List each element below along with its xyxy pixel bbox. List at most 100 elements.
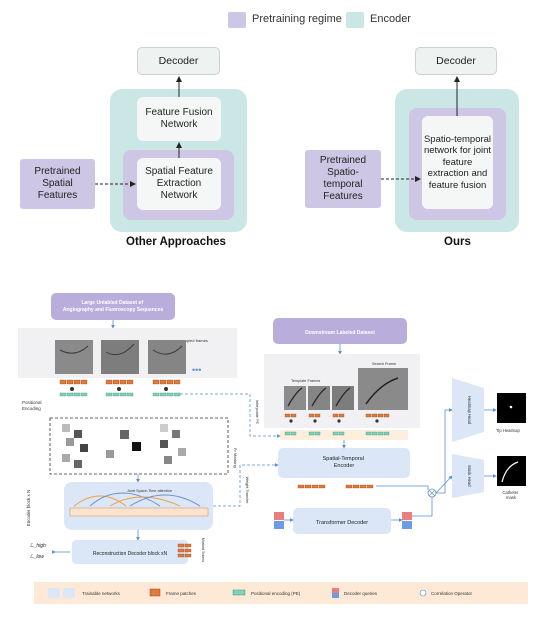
legend-query-red [332, 588, 339, 593]
unlabeled-dataset-box [51, 293, 175, 320]
downstream-dataset-label: Downstream Labeled Dataset [305, 330, 375, 336]
frame-1-vessel [59, 345, 89, 354]
catheter-mask-line2: mask [506, 495, 517, 500]
left-spatial-label: Spatial Feature Extraction Network [145, 166, 213, 201]
query-left-blue [274, 521, 284, 529]
st-encoder-line1: Spatial-Temporal [323, 456, 364, 462]
downstream-pe-add-4 [375, 419, 379, 423]
bottom-legend-band [34, 582, 528, 604]
right-spatiotemporal-label: Spatio-temporal network for joint featur… [423, 133, 492, 191]
positional-encoding-label: Positional Encoding [22, 400, 43, 411]
frame-2-vessel [105, 343, 135, 356]
search-frame-catheter [365, 377, 399, 405]
encoder-block-label: Encoder block x N [26, 490, 31, 527]
catheter-mask-image [497, 456, 526, 486]
recon-decoder-box [72, 540, 188, 564]
masked-tokens-label: Masked Tokens [201, 538, 205, 563]
mask-head-label: Mask Head [467, 465, 472, 487]
query-right-red [402, 512, 412, 520]
heatmap-head [452, 378, 484, 442]
masked-patches-group-1 [62, 424, 88, 468]
legend-trainable-swatch-2 [63, 588, 75, 598]
left-decoder-box: Decoder [137, 47, 220, 75]
mask-head [452, 454, 484, 498]
interpolate-pe-line [180, 393, 281, 438]
left-pretrained-label: Pretrained Spatial Features [34, 166, 81, 201]
unlabeled-dataset-line1: Large Unlabled Dataset of [81, 300, 143, 306]
catheter-mask-label: Catheter mask [502, 490, 519, 500]
positional-encoding-row [59, 392, 181, 397]
right-caption: Ours [444, 236, 471, 248]
st-encoder-box [278, 448, 410, 478]
tip-heatmap-label: Tip Heatmap [496, 428, 520, 433]
top-arrows [95, 76, 460, 187]
fr-masking-label: Fr Masking [233, 448, 238, 468]
right-spatiotemporal-box: Spatio-temporal network for joint featur… [422, 116, 493, 209]
downstream-pe-add-3 [337, 419, 341, 423]
left-spatial-box: Spatial Feature Extraction Network [137, 158, 221, 210]
left-caption: Other Approaches [126, 236, 226, 248]
template-frame-3-catheter [335, 387, 351, 407]
heatmap-head-label: Heatmap Head [467, 396, 472, 425]
legend-trainable-swatch-1 [48, 588, 60, 598]
query-right-blue [402, 521, 412, 529]
query-left-red [274, 512, 284, 520]
correlation-to-heatmap [436, 408, 453, 494]
attention-arcs [73, 492, 201, 507]
st-encoder-label: Spatial-Temporal Encoder [323, 456, 366, 469]
tip-heatmap-dot [509, 405, 513, 409]
frame-3 [148, 340, 186, 374]
legend-frame-patch-swatch [149, 588, 161, 597]
legend-query-blue [332, 593, 339, 598]
legend-frame-patch-label: Frame patches [166, 591, 197, 596]
downstream-dataset-box [273, 318, 407, 344]
right-decoder-label: Decoder [436, 55, 476, 67]
recon-decoder-label: Reconstruction Decoder block xN [93, 551, 168, 557]
downstream-pe-tokens [284, 431, 390, 436]
weight-transfer-line [213, 463, 279, 507]
legend-pe-swatch [232, 589, 246, 596]
masked-patches-group-3 [160, 424, 186, 464]
transformer-decoder-label: Transformer Decoder [316, 520, 368, 526]
unlabeled-dataset-line2: Angiography and Fluoroscopy Sequences [63, 307, 164, 313]
template-frame-2 [308, 386, 330, 410]
weight-transfer-label: Weight Transfer [245, 477, 249, 504]
template-frame-2-catheter [311, 387, 327, 407]
pe-add-2 [117, 387, 121, 391]
legend-pretraining-swatch [228, 12, 246, 28]
masked-patches-group-2 [106, 430, 141, 458]
downstream-pe-add-2 [313, 419, 317, 423]
downstream-patch-tokens [284, 413, 390, 418]
right-pretrained-label: Pretrained Spatio-temporal Features [319, 155, 367, 202]
right-pretrained-box: Pretrained Spatio-temporal Features [305, 150, 381, 208]
frames-ellipsis: ••• [192, 365, 201, 375]
template-frame-1-catheter [287, 387, 303, 407]
template-frames-label: Template Frames [291, 379, 320, 383]
left-pretrained-box: Pretrained Spatial Features [20, 159, 95, 209]
st-encoder-line2: Encoder [334, 463, 355, 469]
encoder-output-tokens [297, 484, 374, 489]
left-fusion-label: Feature Fusion Network [145, 107, 213, 130]
transformer-decoder-box [293, 508, 391, 534]
legend-trainable-label: Trainable networks [82, 591, 121, 596]
catheter-mask-line1: Catheter [502, 490, 519, 495]
positional-encoding-line2: Encoding [22, 406, 41, 411]
left-decoder-label: Decoder [158, 55, 199, 67]
legend-correlation-label: Correlation Operator [431, 591, 473, 596]
patch-tokens-row [59, 379, 181, 385]
encoder-token-row [69, 507, 209, 517]
masking-region [49, 417, 229, 475]
pipeline-diagram: Large Unlabled Dataset of Angiography an… [18, 293, 528, 604]
legend-query-label: Decoder queries [344, 591, 378, 596]
left-fusion-box: Feature Fusion Network [137, 97, 221, 141]
downstream-pe-add-1 [289, 419, 293, 423]
template-frame-1 [284, 386, 306, 410]
encoder-to-correlation [376, 485, 429, 490]
legend-encoder-swatch [346, 12, 364, 28]
attention-label: Joint Space-Time attention [127, 489, 172, 493]
frame-3-vessel [152, 345, 183, 355]
template-frame-3 [332, 386, 354, 410]
masked-tokens-grid [177, 543, 192, 558]
positional-encoding-line1: Positional [22, 400, 42, 405]
loss-low-label: ℒ_low [30, 554, 44, 560]
